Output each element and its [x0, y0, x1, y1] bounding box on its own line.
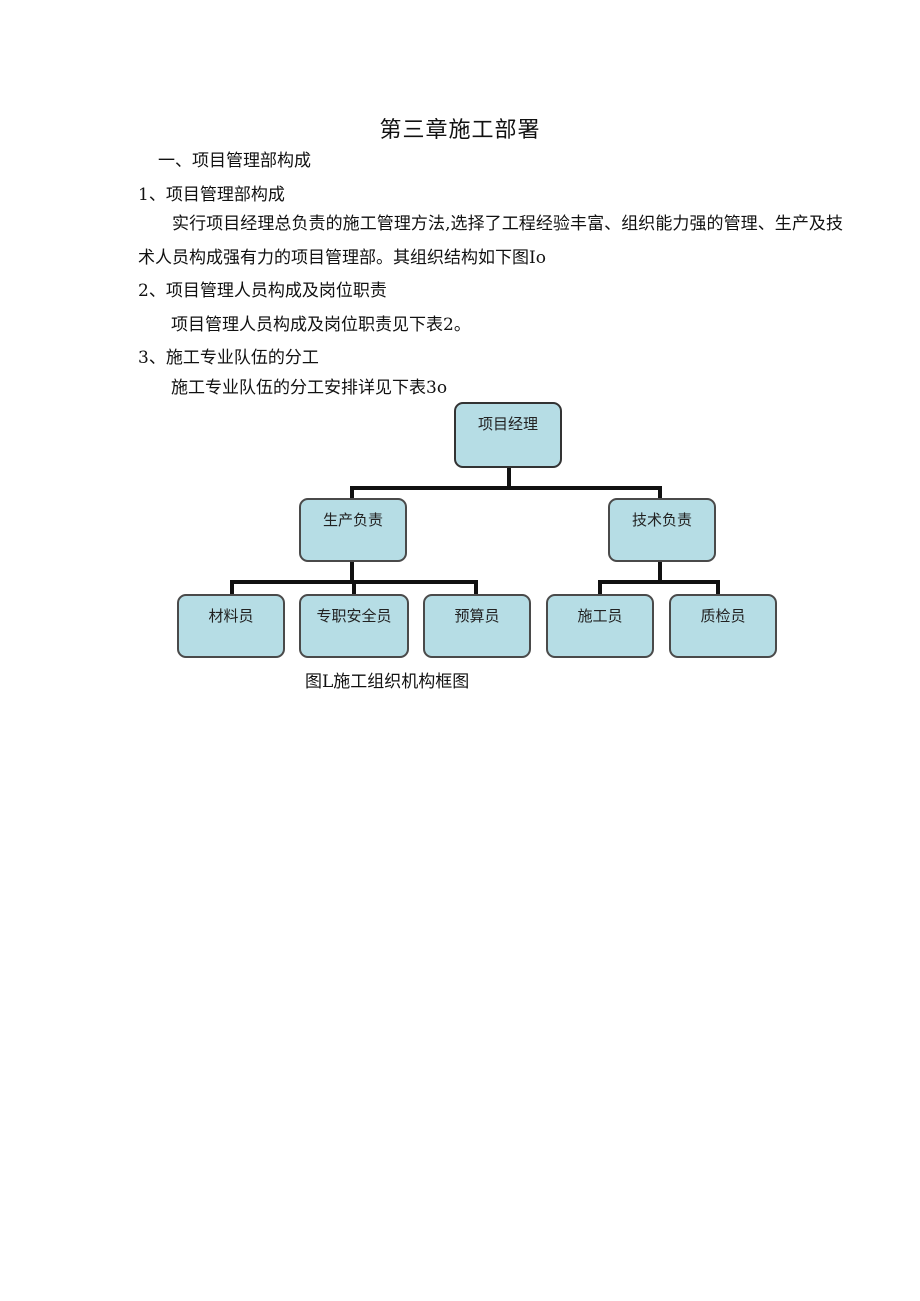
item-3-heading: 3、施工专业队伍的分工 [138, 348, 319, 368]
connector-technical-children [598, 580, 720, 584]
org-chart: 项目经理 生产负责 技术负责 材料员 专职安全员 预算员 施工员 质检员 [170, 398, 790, 668]
figure-caption: 图L施工组织机构框图 [305, 672, 470, 692]
connector-root-down [507, 466, 511, 488]
quality-staff-box: 质检员 [669, 594, 777, 658]
connector-material-up [230, 580, 234, 596]
budget-staff-box: 预算员 [423, 594, 531, 658]
connector-safety-up [352, 580, 356, 596]
item-3-paragraph: 施工专业队伍的分工安排详见下表3o [171, 378, 448, 398]
item-1-heading: 1、项目管理部构成 [138, 185, 285, 205]
connector-quality-up [716, 580, 720, 596]
safety-staff-box: 专职安全员 [299, 594, 409, 658]
connector-production-up [350, 486, 354, 500]
chapter-title: 第三章施工部署 [379, 118, 541, 143]
material-staff-box: 材料员 [177, 594, 285, 658]
project-manager-box: 项目经理 [454, 402, 562, 468]
connector-production-down [350, 560, 354, 582]
connector-budget-up [474, 580, 478, 596]
technical-lead-box: 技术负责 [608, 498, 716, 562]
production-lead-box: 生产负责 [299, 498, 407, 562]
connector-level1-horizontal [350, 486, 662, 490]
connector-technical-down [658, 560, 662, 582]
item-2-heading: 2、项目管理人员构成及岗位职责 [138, 281, 387, 301]
item-2-paragraph: 项目管理人员构成及岗位职责见下表2。 [171, 315, 471, 335]
connector-technical-up [658, 486, 662, 500]
section-heading: 一、项目管理部构成 [158, 151, 311, 171]
connector-construction-up [598, 580, 602, 596]
construction-staff-box: 施工员 [546, 594, 654, 658]
item-1-paragraph: 实行项目经理总负责的施工管理方法,选择了工程经验丰富、组织能力强的管理、生产及技… [138, 214, 843, 268]
